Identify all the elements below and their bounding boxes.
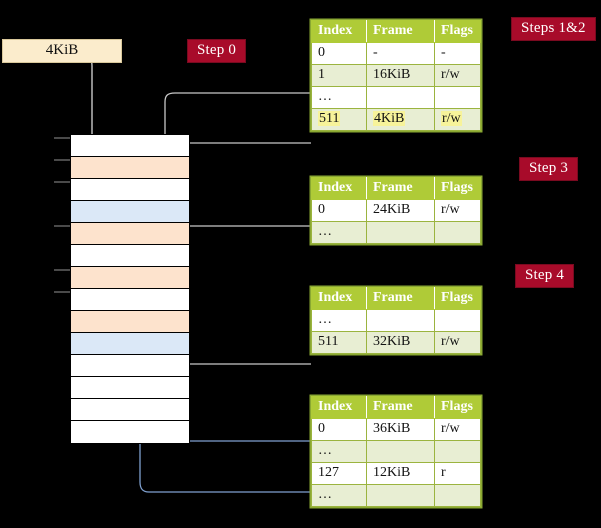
column-header-flags: Flags <box>434 396 481 419</box>
cell-frame: 12KiB <box>366 462 435 485</box>
physical-memory-column <box>70 134 190 444</box>
memory-frame-row <box>71 179 189 201</box>
cell-index: … <box>311 221 367 244</box>
cell-flags: r/w <box>434 418 481 441</box>
cell-index: 0 <box>311 199 367 222</box>
cell-frame: - <box>366 42 435 65</box>
memory-frame-row <box>71 355 189 377</box>
cell-flags: r/w <box>434 331 481 354</box>
table-row: 0-- <box>311 42 481 65</box>
memory-tick <box>54 291 70 293</box>
cell-flags: r <box>434 462 481 485</box>
cell-index: 127 <box>311 462 367 485</box>
column-header-frame: Frame <box>366 177 435 200</box>
cell-flags: r/w <box>434 64 481 87</box>
cell-index: 511 <box>311 108 367 131</box>
column-header-index: Index <box>311 396 367 419</box>
cell-index: 0 <box>311 42 367 65</box>
memory-tick <box>54 269 70 271</box>
memory-tick <box>54 159 70 161</box>
memory-region-label-text: 4KiB <box>45 42 79 58</box>
badge-step-4: Step 4 <box>516 265 574 287</box>
table-row: … <box>311 440 481 463</box>
column-header-flags: Flags <box>434 20 481 43</box>
cell-flags: - <box>434 42 481 65</box>
cell-frame <box>366 86 435 109</box>
cell-frame <box>366 484 435 507</box>
memory-region-label: 4KiB <box>2 39 122 63</box>
cell-frame: 32KiB <box>366 331 435 354</box>
cell-index: … <box>311 484 367 507</box>
cell-frame <box>366 221 435 244</box>
cell-frame <box>366 309 435 332</box>
memory-frame-row <box>71 135 189 157</box>
column-header-frame: Frame <box>366 396 435 419</box>
memory-frame-row <box>71 311 189 333</box>
memory-frame-row <box>71 267 189 289</box>
memory-frame-row <box>71 289 189 311</box>
cell-frame <box>366 440 435 463</box>
memory-frame-row <box>71 245 189 267</box>
table-row: … <box>311 484 481 507</box>
column-header-index: Index <box>311 20 367 43</box>
memory-tick <box>54 225 70 227</box>
cell-flags <box>434 86 481 109</box>
memory-frame-row <box>71 157 189 179</box>
memory-frame-row <box>71 421 189 443</box>
memory-frame-row <box>71 333 189 355</box>
cell-index: … <box>311 309 367 332</box>
highlighted-value: r/w <box>441 111 462 126</box>
cell-flags <box>434 221 481 244</box>
column-header-frame: Frame <box>366 20 435 43</box>
cell-frame: 4KiB <box>366 108 435 131</box>
badge-steps-1-2: Steps 1&2 <box>512 18 595 40</box>
cell-index: 511 <box>311 331 367 354</box>
cell-frame: 36KiB <box>366 418 435 441</box>
highlighted-value: 4KiB <box>373 111 406 126</box>
column-header-flags: Flags <box>434 177 481 200</box>
cell-frame: 16KiB <box>366 64 435 87</box>
column-header-flags: Flags <box>434 287 481 310</box>
badge-step-3: Step 3 <box>520 158 578 180</box>
connector-step3 <box>170 225 311 267</box>
column-header-index: Index <box>311 177 367 200</box>
connector-step4 <box>170 303 311 365</box>
memory-frame-row <box>71 223 189 245</box>
cell-flags: r/w <box>434 108 481 131</box>
memory-frame-row <box>71 399 189 421</box>
memory-tick <box>54 181 70 183</box>
highlighted-value: 511 <box>318 111 341 126</box>
cell-flags <box>434 440 481 463</box>
cell-flags <box>434 484 481 507</box>
cell-flags <box>434 309 481 332</box>
memory-frame-row <box>71 201 189 223</box>
cell-index: 1 <box>311 64 367 87</box>
table-row: … <box>311 86 481 109</box>
cell-frame: 24KiB <box>366 199 435 222</box>
column-header-frame: Frame <box>366 287 435 310</box>
memory-frame-row <box>71 377 189 399</box>
cell-index: … <box>311 440 367 463</box>
cell-flags: r/w <box>434 199 481 222</box>
column-header-index: Index <box>311 287 367 310</box>
memory-tick <box>54 137 70 139</box>
table-row: … <box>311 309 481 332</box>
cell-index: … <box>311 86 367 109</box>
badge-step-0: Step 0 <box>188 40 246 62</box>
table-row: 511 4KiB r/w <box>311 108 481 131</box>
table-row: … <box>311 221 481 244</box>
cell-index: 0 <box>311 418 367 441</box>
